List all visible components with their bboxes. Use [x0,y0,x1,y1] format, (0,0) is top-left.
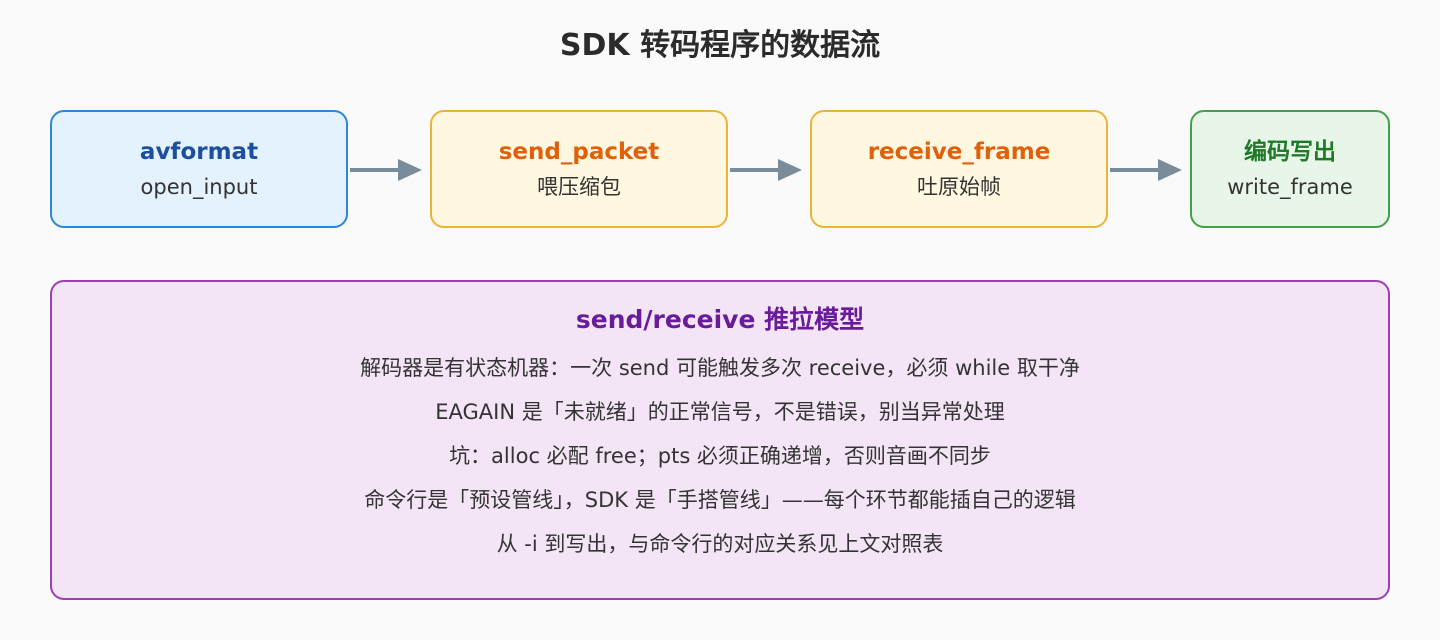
model-note: EAGAIN 是「未就绪」的正常信号，不是错误，别当异常处理 [435,400,1005,424]
model-title: send/receive 推拉模型 [575,305,865,334]
model-note: 从 -i 到写出，与命令行的对应关系见上文对照表 [496,532,944,556]
flow-arrow [350,159,422,181]
model-note: 坑：alloc 必配 free；pts 必须正确递增，否则音画不同步 [449,444,991,468]
push-pull-model-panel: send/receive 推拉模型 解码器是有状态机器：一次 send 可能触发… [50,280,1390,600]
stage-receive-frame: receive_frame 吐原始帧 [810,110,1108,228]
stage-name: receive_frame [867,139,1051,165]
flow-arrow [1110,159,1182,181]
arrow-head [398,159,422,181]
diagram-title: SDK 转码程序的数据流 [559,28,881,63]
model-note: 解码器是有状态机器：一次 send 可能触发多次 receive，必须 whil… [360,356,1080,380]
stage-send-packet: send_packet 喂压缩包 [430,110,728,228]
model-note: 命令行是「预设管线」，SDK 是「手搭管线」——每个环节都能插自己的逻辑 [364,488,1076,512]
stage-desc: 喂压缩包 [537,175,621,199]
flow-arrow [730,159,802,181]
stage-avformat: avformat open_input [50,110,348,228]
stage-desc: 吐原始帧 [917,175,1001,199]
stage-desc: write_frame [1227,175,1353,199]
stage-name: avformat [139,139,259,165]
arrow-head [778,159,802,181]
stage-desc: open_input [140,175,258,199]
stage-name: 编码写出 [1244,139,1336,165]
arrow-head [1158,159,1182,181]
stage-name: send_packet [498,139,660,165]
stage-encode-write: 编码写出 write_frame [1190,110,1390,228]
